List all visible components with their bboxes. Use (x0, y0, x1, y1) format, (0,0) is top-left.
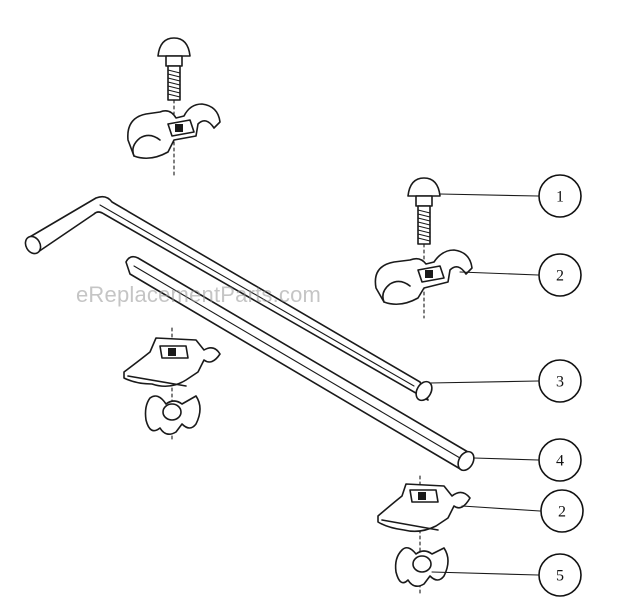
clamp-slot (167, 119, 195, 137)
leader-lines (429, 193, 541, 576)
callout-2-upper: 2 (538, 253, 582, 297)
bolt-shoulder (415, 195, 433, 207)
leader-1 (439, 193, 539, 197)
watermark: eReplacementParts.com (76, 282, 322, 307)
clamp-slot (417, 265, 445, 283)
callout-label: 1 (556, 189, 564, 206)
callout-label: 5 (556, 568, 564, 585)
leader-5 (431, 571, 539, 576)
leader-2-lower (461, 505, 541, 512)
rod-end-left (24, 235, 42, 255)
bolt-head (157, 37, 191, 57)
callout-3: 3 (538, 359, 582, 403)
callout-2-lower: 2 (540, 489, 584, 533)
clamp-slot (409, 489, 439, 503)
clamp-slot (159, 345, 189, 359)
clamp-upper (127, 103, 221, 160)
clamp-lower (377, 483, 471, 533)
callout-1: 1 (538, 174, 582, 218)
callout-4: 4 (538, 438, 582, 482)
callout-5: 5 (538, 553, 582, 597)
left-lower-clamp-assembly (123, 327, 221, 441)
clamp-upper (374, 249, 473, 306)
top-left-bolt-assembly (127, 37, 221, 179)
bolt-head (407, 177, 441, 197)
right-lower-clamp-assembly (377, 475, 471, 597)
callout-label: 3 (556, 374, 564, 391)
clamp-lower (123, 337, 221, 388)
leader-4 (473, 457, 539, 461)
callout-label: 2 (558, 504, 566, 521)
straight-rod (125, 255, 475, 472)
bent-rod (24, 195, 433, 402)
leader-3 (429, 380, 539, 384)
bolt-shoulder (165, 55, 183, 67)
bolt-threads (417, 209, 431, 242)
leader-2-upper (459, 271, 539, 276)
rod-end-right (415, 380, 433, 402)
bolt-threads (167, 69, 181, 98)
right-bolt-assembly (374, 177, 473, 319)
callout-label: 4 (556, 453, 564, 470)
callout-label: 2 (556, 268, 564, 285)
